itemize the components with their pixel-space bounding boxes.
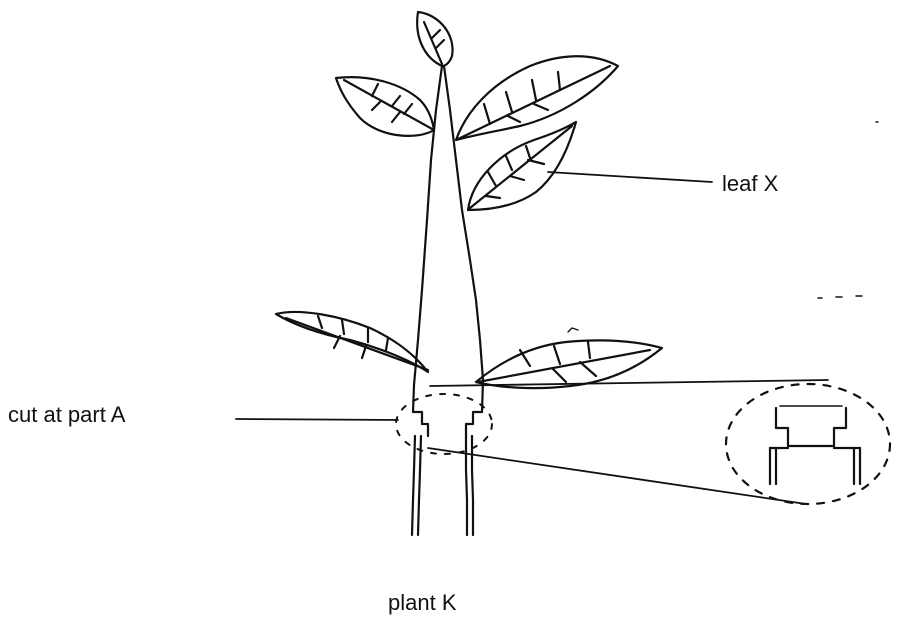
- upper-left-leaf: [336, 77, 434, 136]
- upper-right-leaf: [456, 56, 618, 140]
- leaf-x-leader-line: [548, 172, 712, 182]
- magnified-view: [726, 384, 890, 504]
- lower-left-leaf: [276, 312, 428, 372]
- plant-k-label: plant K: [388, 590, 457, 616]
- cut-leader-line: [236, 419, 398, 420]
- part-a-dashed-circle: [396, 394, 492, 454]
- cut-part-a-label: cut at part A: [8, 402, 125, 428]
- leaf-x-label: leaf X: [722, 171, 778, 197]
- top-leaf: [417, 12, 452, 66]
- stray-marks: [818, 122, 878, 298]
- zoom-lines: [428, 380, 828, 504]
- lower-right-leaf: [476, 328, 662, 388]
- leaf-x: [468, 122, 712, 210]
